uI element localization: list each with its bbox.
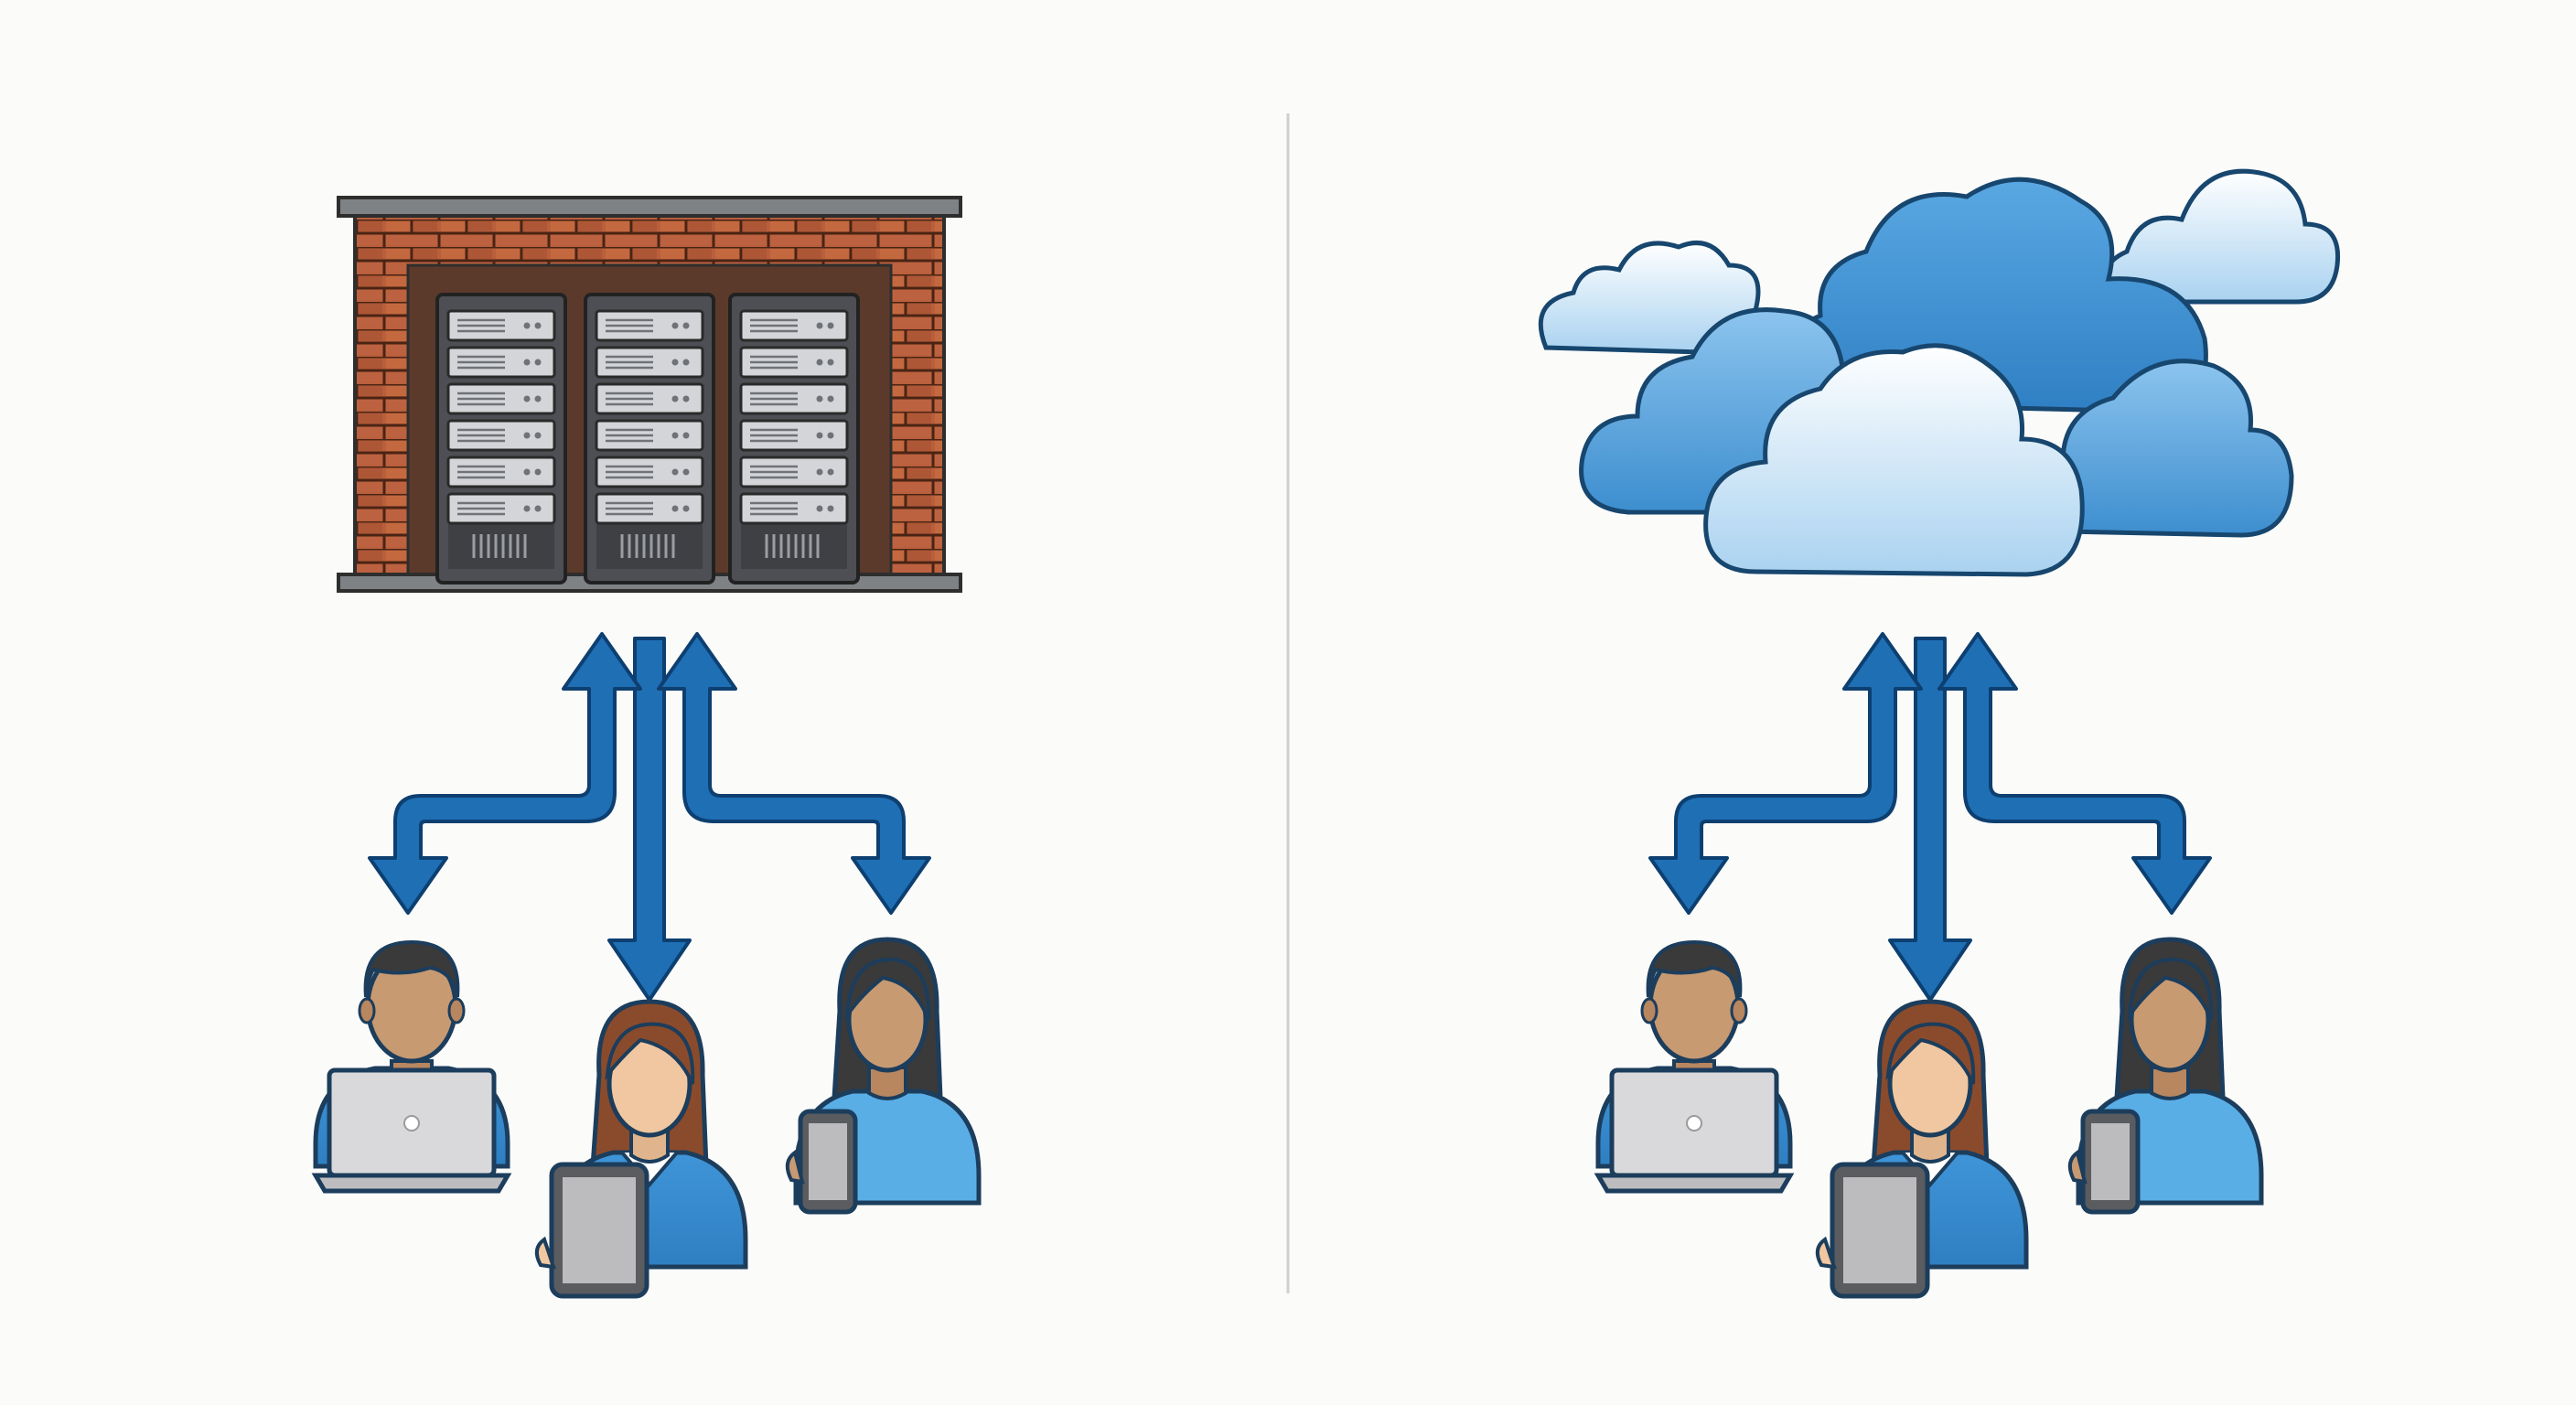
server-rack <box>435 293 567 585</box>
tablet-icon <box>537 1164 647 1296</box>
server-rack <box>584 293 715 585</box>
data-flow-arrows <box>1648 632 2212 1002</box>
user-woman-tablet <box>537 1002 746 1296</box>
tablet-icon <box>1818 1164 1927 1296</box>
server-rack <box>728 293 860 585</box>
user-woman-tablet <box>1818 1002 2026 1296</box>
brick-wall-server-room-icon <box>337 196 962 593</box>
on-premises-panel <box>316 196 979 1296</box>
user-woman-phone <box>788 939 979 1212</box>
cloud-panel <box>1538 168 2341 1296</box>
laptop-icon <box>316 1070 508 1191</box>
user-man-laptop <box>1598 942 1790 1191</box>
data-flow-arrows <box>368 632 931 1002</box>
laptop-icon <box>1598 1070 1790 1191</box>
user-man-laptop <box>316 942 508 1191</box>
cloud-cluster-icon <box>1538 168 2341 577</box>
user-woman-phone <box>2070 939 2261 1212</box>
